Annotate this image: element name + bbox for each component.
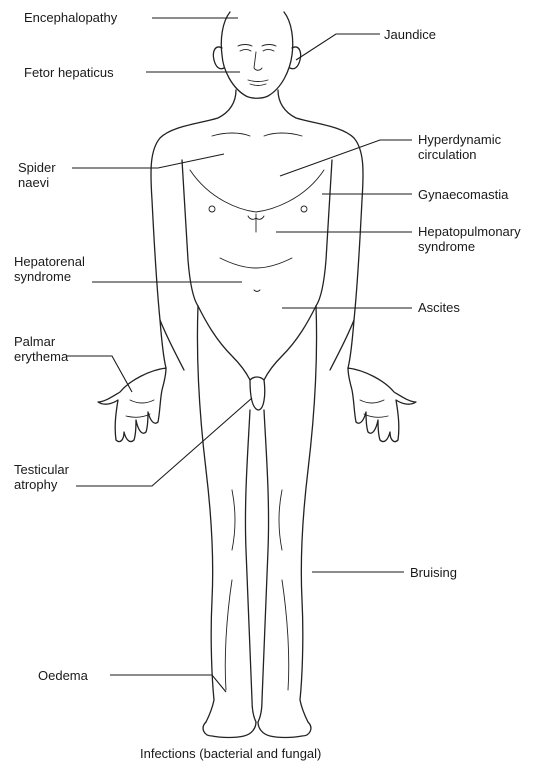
label-fetor-hepaticus: Fetor hepaticus <box>24 65 114 80</box>
waist-right <box>264 306 316 380</box>
leader-testicular <box>76 398 252 486</box>
right-foot <box>258 722 311 738</box>
right-inner-arm <box>316 160 332 306</box>
torso-right-outline <box>278 90 363 368</box>
right-hand <box>348 368 416 442</box>
waist-left <box>198 306 250 380</box>
label-oedema: Oedema <box>38 668 88 683</box>
right-leg-inner <box>258 410 269 722</box>
label-ascites: Ascites <box>418 300 460 315</box>
leader-spider-naevi <box>72 154 224 168</box>
label-bruising: Bruising <box>410 565 457 580</box>
leader-palmar <box>66 356 132 392</box>
left-leg-inner <box>245 410 256 722</box>
label-spider-naevi: Spider naevi <box>18 160 56 190</box>
left-foot <box>203 722 256 738</box>
leader-oedema <box>110 675 226 692</box>
label-hepatorenal-syndrome: Hepatorenal syndrome <box>14 254 85 284</box>
label-encephalopathy: Encephalopathy <box>24 10 117 25</box>
leader-jaundice <box>296 34 380 60</box>
right-leg-outer <box>300 306 317 722</box>
label-hepatopulmonary-syndrome: Hepatopulmonary syndrome <box>418 224 521 254</box>
label-gynaecomastia: Gynaecomastia <box>418 187 508 202</box>
label-jaundice: Jaundice <box>384 27 436 42</box>
label-infections: Infections (bacterial and fungal) <box>140 746 321 761</box>
label-hyperdynamic-circulation: Hyperdynamic circulation <box>418 132 501 162</box>
label-testicular-atrophy: Testicular atrophy <box>14 462 69 492</box>
leader-hyperdynamic <box>280 140 412 176</box>
leader-lines <box>66 18 412 692</box>
genitals <box>250 377 265 410</box>
left-hand <box>98 368 166 442</box>
torso-left-outline <box>151 90 236 368</box>
left-inner-arm <box>182 160 198 306</box>
label-palmar-erythema: Palmar erythema <box>14 334 68 364</box>
body-figure <box>98 12 416 738</box>
left-leg-outer <box>197 306 214 722</box>
